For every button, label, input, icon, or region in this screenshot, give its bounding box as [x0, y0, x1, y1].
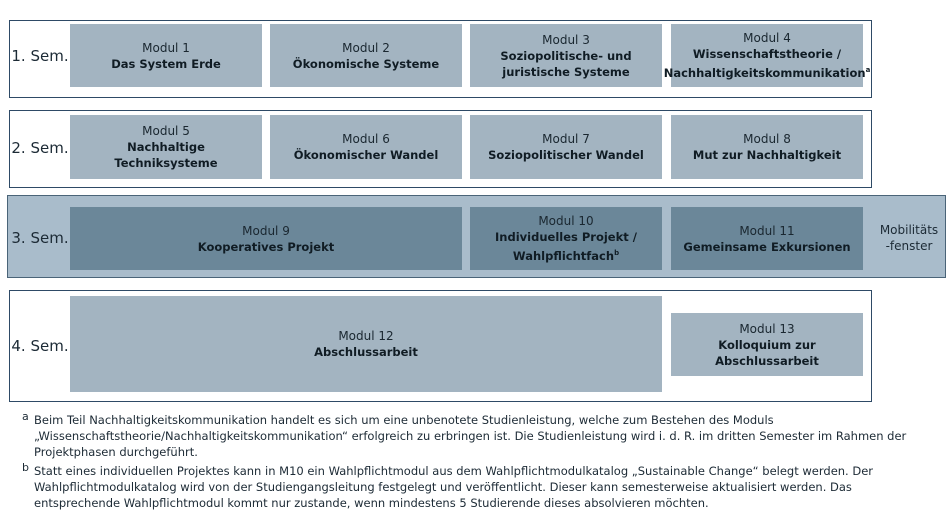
semester-label: 1. Sem.	[11, 47, 69, 65]
module-8: Modul 8 Mut zur Nachhaltigkeit	[671, 115, 863, 179]
module-number: Modul 7	[542, 132, 590, 146]
mobility-line-2: -fenster	[885, 239, 933, 253]
module-3: Modul 3 Soziopolitische- und juristische…	[470, 24, 662, 87]
footnote-marker: b	[614, 249, 620, 258]
module-13: Modul 13 Kolloquium zur Abschlussarbeit	[671, 313, 863, 376]
footnote-text: Beim Teil Nachhaltigkeitskommunikation h…	[34, 413, 907, 459]
module-11: Modul 11 Gemeinsame Exkursionen	[671, 207, 863, 270]
semester-label: 2. Sem.	[11, 139, 69, 157]
module-title: Abschlussarbeit	[314, 345, 418, 359]
module-number: Modul 12	[338, 329, 394, 343]
module-number: Modul 9	[242, 223, 290, 238]
module-7: Modul 7 Soziopolitischer Wandel	[470, 115, 662, 179]
footnote-a: a Beim Teil Nachhaltigkeitskommunikation…	[22, 410, 922, 460]
semester-row-3: 3. Sem. Modul 9 Kooperatives Projekt Mod…	[7, 195, 946, 278]
semester-row-1: 1. Sem. Modul 1 Das System Erde Modul 2 …	[9, 20, 872, 98]
module-5: Modul 5 Nachhaltige Techniksysteme	[70, 115, 262, 179]
module-1: Modul 1 Das System Erde	[70, 24, 262, 87]
module-title: Gemeinsame Exkursionen	[683, 239, 851, 254]
module-number: Modul 5	[142, 124, 190, 138]
module-number: Modul 3	[542, 32, 590, 47]
module-number: Modul 13	[739, 321, 795, 336]
module-title: Wissenschaftstheorie / Nachhaltigkeitsko…	[660, 46, 875, 81]
module-number: Modul 2	[342, 40, 390, 55]
module-10: Modul 10 Individuelles Projekt / Wahlpfl…	[470, 207, 662, 270]
module-number: Modul 8	[743, 132, 791, 146]
module-2: Modul 2 Ökonomische Systeme	[270, 24, 462, 87]
module-title: Soziopolitische- und juristische Systeme	[500, 48, 632, 79]
module-12: Modul 12 Abschlussarbeit	[70, 296, 662, 392]
module-title: Kolloquium zur Abschlussarbeit	[715, 337, 819, 368]
module-4: Modul 4 Wissenschaftstheorie / Nachhalti…	[664, 24, 870, 87]
module-title: Mut zur Nachhaltigkeit	[692, 148, 842, 162]
module-9: Modul 9 Kooperatives Projekt	[70, 207, 462, 270]
semester-row-4: 4. Sem. Modul 12 Abschlussarbeit Modul 1…	[9, 290, 872, 402]
mobility-line-1: Mobilitäts	[879, 223, 939, 237]
mobility-window-label: Mobilitäts -fenster	[872, 222, 946, 254]
module-title: Ökonomischer Wandel	[293, 148, 439, 162]
footnote-mark: b	[22, 461, 29, 474]
module-title: Das System Erde	[111, 56, 221, 71]
module-number: Modul 1	[142, 40, 190, 55]
module-6: Modul 6 Ökonomischer Wandel	[270, 115, 462, 179]
module-title-text: Wissenschaftstheorie / Nachhaltigkeitsko…	[663, 47, 866, 80]
module-title: Nachhaltige Techniksysteme	[114, 140, 218, 170]
semester-label: 3. Sem.	[11, 229, 69, 247]
module-title: Individuelles Projekt / Wahlpflichtfachb	[482, 229, 650, 264]
module-number: Modul 10	[538, 214, 594, 229]
module-number: Modul 4	[743, 31, 791, 46]
footnote-marker: a	[865, 66, 871, 75]
module-title: Ökonomische Systeme	[292, 56, 440, 71]
footnote-b: b Statt eines individuellen Projektes ka…	[22, 461, 922, 511]
semester-row-2: 2. Sem. Modul 5 Nachhaltige Techniksyste…	[9, 110, 872, 188]
module-title-text: Individuelles Projekt / Wahlpflichtfach	[495, 230, 637, 263]
module-title: Soziopolitischer Wandel	[488, 148, 644, 162]
module-number: Modul 6	[342, 132, 390, 146]
module-title: Kooperatives Projekt	[197, 239, 335, 254]
footnote-mark: a	[22, 410, 29, 423]
footnote-text: Statt eines individuellen Projektes kann…	[34, 464, 874, 510]
semester-label: 4. Sem.	[11, 337, 69, 355]
module-number: Modul 11	[739, 223, 795, 238]
